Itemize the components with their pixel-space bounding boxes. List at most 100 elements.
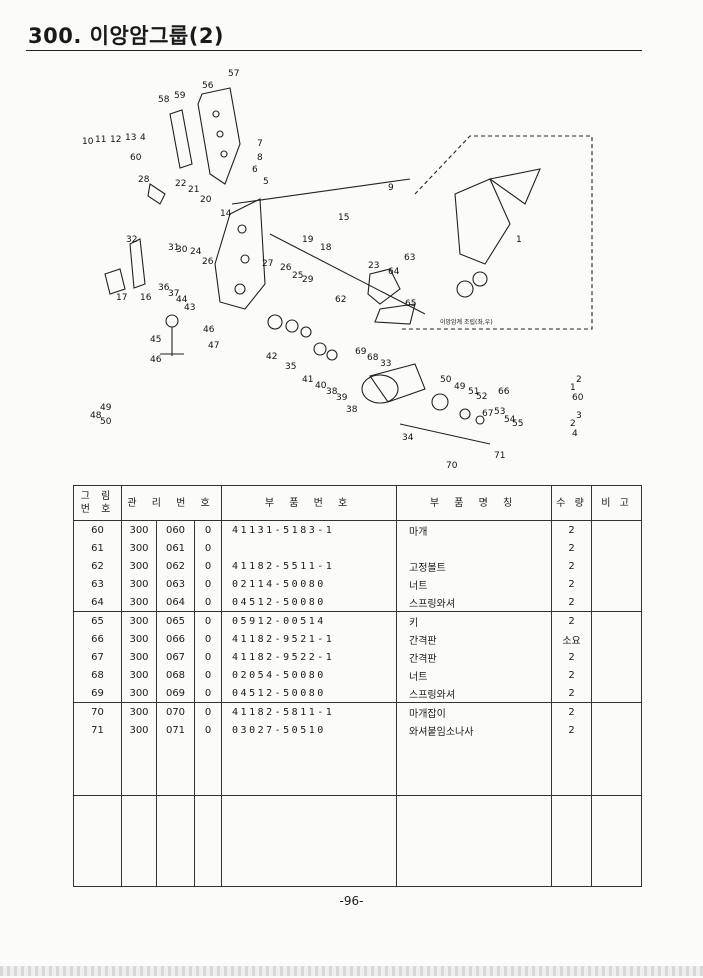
callout-53: 53 <box>494 407 505 417</box>
fig-no-cell: 68 <box>73 666 122 684</box>
remarks-cell <box>591 611 643 630</box>
callout-35: 35 <box>285 362 296 372</box>
blank-cell <box>121 739 157 796</box>
part-name-cell: 스프링와셔 <box>396 684 553 703</box>
quantity-cell: 2 <box>551 593 593 612</box>
mgmt-serial-cell: 065 <box>156 611 195 630</box>
table-header-row: 그 림 번 호 관 리 번 호 부 품 번 호 부 품 명 칭 수 량 비 고 <box>73 485 643 521</box>
callout-43: 43 <box>184 303 195 313</box>
callout-21: 21 <box>188 185 199 195</box>
callout-55: 55 <box>512 419 523 429</box>
mgmt-version-cell: 0 <box>193 648 223 666</box>
callout-45: 45 <box>150 335 161 345</box>
callout-38: 38 <box>346 405 358 415</box>
callout-50: 50 <box>100 417 112 427</box>
remarks-cell <box>591 539 643 557</box>
part-number-cell: 05912-00514 <box>221 611 398 630</box>
callout-12: 12 <box>110 135 121 145</box>
callout-18: 18 <box>320 243 332 253</box>
mgmt-group-cell: 300 <box>121 684 157 703</box>
page-number: -96- <box>339 894 364 908</box>
remarks-cell <box>591 557 643 575</box>
fig-no-cell: 63 <box>73 575 122 593</box>
quantity-cell: 소요 <box>551 630 593 648</box>
lever-shape <box>129 238 146 289</box>
part-name-cell: 마개 <box>396 520 553 539</box>
mgmt-version-cell: 0 <box>193 520 223 539</box>
bracket-shape <box>169 109 193 169</box>
part-name-cell: 간격판 <box>396 630 553 648</box>
callout-10: 10 <box>82 137 94 147</box>
blank-cell <box>396 795 553 887</box>
quantity-cell: 2 <box>551 557 593 575</box>
mgmt-group-cell: 300 <box>121 721 157 739</box>
callout-60: 60 <box>572 393 584 403</box>
callout-70: 70 <box>446 461 458 471</box>
mgmt-serial-cell: 069 <box>156 684 195 703</box>
part-name-cell: 마개잡이 <box>396 702 553 721</box>
callout-26: 26 <box>280 263 292 273</box>
header-mgmt-no: 관 리 번 호 <box>120 485 223 521</box>
mgmt-group-cell: 300 <box>121 611 157 630</box>
callout-49: 49 <box>100 403 112 413</box>
callout-71: 71 <box>494 451 505 461</box>
blank-cell <box>591 739 643 796</box>
callout-26: 26 <box>202 257 214 267</box>
callout-16: 16 <box>140 293 152 303</box>
callout-37: 37 <box>168 289 179 299</box>
callout-6: 6 <box>252 165 258 175</box>
callout-30: 30 <box>176 245 188 255</box>
mgmt-version-cell: 0 <box>193 557 223 575</box>
part-name-cell: 고정볼트 <box>396 557 553 575</box>
blank-cell <box>73 739 122 796</box>
mgmt-version-cell: 0 <box>193 593 223 612</box>
callout-47: 47 <box>208 341 219 351</box>
assembly-box-shape <box>400 135 593 330</box>
remarks-cell <box>591 721 643 739</box>
blank-cell <box>221 795 398 887</box>
callout-11: 11 <box>95 135 106 145</box>
callout-36: 36 <box>158 283 170 293</box>
mgmt-group-cell: 300 <box>121 557 157 575</box>
part-name-cell: 간격판 <box>396 648 553 666</box>
callout-66: 66 <box>498 387 510 397</box>
mounting-plate-shape <box>197 87 241 185</box>
callout-28: 28 <box>138 175 150 185</box>
assembly-caption: 이앙암계 조립(좌,우) <box>440 318 493 326</box>
part-name-cell: 와셔붙임소나사 <box>396 721 553 739</box>
remarks-cell <box>591 648 643 666</box>
callout-64: 64 <box>388 267 400 277</box>
callout-51: 51 <box>468 387 479 397</box>
remarks-cell <box>591 684 643 703</box>
mgmt-version-cell: 0 <box>193 666 223 684</box>
mgmt-version-cell: 0 <box>193 611 223 630</box>
header-part-no: 부 품 번 호 <box>221 485 398 521</box>
callout-48: 48 <box>90 411 102 421</box>
part-number-cell: 02114-50080 <box>221 575 398 593</box>
mgmt-serial-cell: 071 <box>156 721 195 739</box>
callout-63: 63 <box>404 253 415 263</box>
callout-4: 4 <box>140 133 146 143</box>
quantity-cell: 2 <box>551 648 593 666</box>
header-part-name: 부 품 명 칭 <box>396 485 553 521</box>
callout-7: 7 <box>257 139 263 149</box>
callout-62: 62 <box>335 295 346 305</box>
callout-13: 13 <box>125 133 136 143</box>
fig-no-cell: 64 <box>73 593 122 612</box>
mgmt-serial-cell: 067 <box>156 648 195 666</box>
quantity-cell: 2 <box>551 611 593 630</box>
callout-57: 57 <box>228 69 239 79</box>
callout-68: 68 <box>367 353 379 363</box>
callout-22: 22 <box>175 179 186 189</box>
blank-cell <box>156 739 195 796</box>
mgmt-serial-cell: 070 <box>156 702 195 721</box>
callout-46: 46 <box>150 355 162 365</box>
callout-29: 29 <box>302 275 314 285</box>
part-number-cell: 41131-5183-1 <box>221 520 398 539</box>
part-number-cell: 04512-50080 <box>221 684 398 703</box>
